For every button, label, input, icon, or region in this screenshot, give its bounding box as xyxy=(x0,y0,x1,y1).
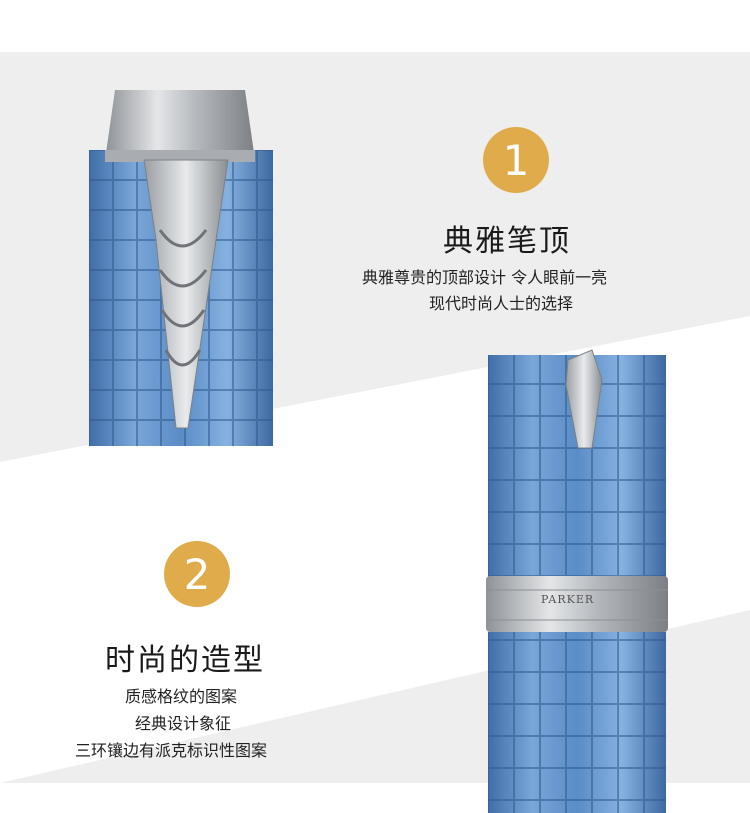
feature-number-badge-2: 2 xyxy=(164,541,230,607)
pen-clip-tip xyxy=(565,349,603,449)
parker-brand-engraving: PARKER xyxy=(541,593,595,606)
feature-2-line-3: 三环镶边有派克标识性图案 xyxy=(75,741,268,760)
pen-cap-top xyxy=(105,90,255,160)
feature-title-2: 时尚的造型 xyxy=(105,643,265,678)
pen-clip xyxy=(143,159,229,429)
feature-number-badge-1: 1 xyxy=(483,127,549,193)
feature-1-line-1: 典雅尊贵的顶部设计 令人眼前一亮 xyxy=(362,268,608,287)
feature-1-line-2: 现代时尚人士的选择 xyxy=(429,294,574,313)
feature-title-1: 典雅笔顶 xyxy=(443,224,571,259)
feature-2-line-2: 经典设计象征 xyxy=(135,714,232,733)
feature-2-line-1: 质感格纹的图案 xyxy=(125,687,238,706)
